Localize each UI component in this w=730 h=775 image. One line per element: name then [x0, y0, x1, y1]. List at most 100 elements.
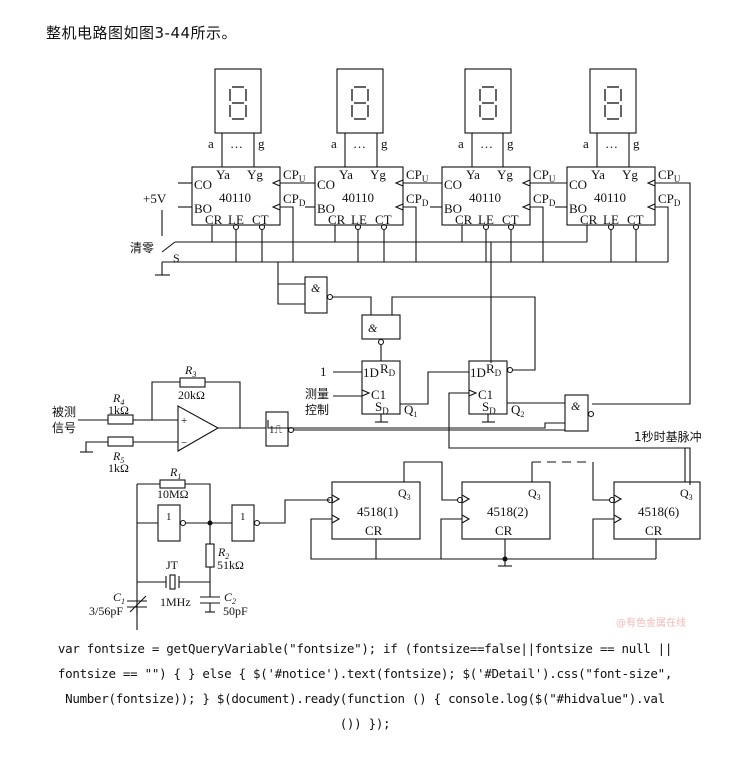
ff1-rd: RD [380, 361, 396, 378]
r3-value: 20kΩ [178, 388, 205, 402]
counter-2-labels: Ya Yg CO 40110 BO CR LE CT CPU CPD [317, 167, 429, 227]
chip-label: 40110 [469, 190, 501, 205]
ff1-q: Q1 [404, 402, 417, 419]
counter-1-labels: Ya Yg CO 40110 BO CR LE CT CPU CPD [194, 167, 306, 227]
pin-cpu: CPU [658, 167, 681, 184]
c1-value: 3/56pF [89, 604, 123, 618]
circuit-diagram: a … g a … g a … g a … g Ya Yg CO 40110 B… [0, 58, 730, 630]
pin-cr: CR [455, 212, 473, 227]
op-amp [177, 405, 220, 452]
measure-control-label: 测量 [305, 387, 329, 401]
r3-name: R3 [184, 363, 196, 379]
r5-name: R5 [112, 449, 124, 465]
inverter-symbol: 1 [240, 511, 246, 523]
input-signal-label: 信号 [52, 421, 76, 435]
r2-name: R2 [217, 545, 229, 561]
label-g: g [258, 136, 265, 151]
pin-bo: BO [194, 201, 212, 216]
div2-cr: CR [495, 523, 513, 538]
pin-yg: Yg [370, 167, 386, 182]
inverter-symbol: 1 [166, 511, 172, 523]
pin-cpu: CPU [283, 167, 306, 184]
chip-label: 40110 [594, 190, 626, 205]
div1-label: 4518(1) [357, 504, 398, 519]
r4-value: 1kΩ [108, 403, 129, 417]
pin-yg: Yg [497, 167, 513, 182]
label-g: g [507, 136, 514, 151]
label-dots: … [605, 136, 618, 151]
schmitt-trigger [265, 411, 289, 447]
r1-name: R1 [169, 465, 181, 481]
crystal-name: JT [166, 558, 179, 572]
pin-cpd: CPD [283, 191, 306, 208]
switch-label: S [173, 251, 180, 265]
code-line: ()) }); [339, 716, 391, 731]
digit-8 [479, 86, 497, 120]
label-g: g [633, 136, 640, 151]
pin-cr: CR [205, 212, 223, 227]
pin-bo: BO [317, 201, 335, 216]
pin-yg: Yg [247, 167, 263, 182]
digit-8 [351, 86, 369, 120]
pin-ya: Ya [339, 167, 353, 182]
counter-3-labels: Ya Yg CO 40110 BO CR LE CT CPU CPD [444, 167, 556, 227]
pin-cr: CR [328, 212, 346, 227]
page-heading: 整机电路图如图3-44所示。 [46, 24, 238, 42]
pin-ct: CT [252, 212, 269, 227]
pin-ct: CT [375, 212, 392, 227]
ff1-d-input: 1 [320, 364, 327, 379]
nand-symbol: & [368, 321, 378, 335]
r4-name: R4 [112, 391, 124, 407]
ff1-d: 1D [363, 365, 379, 380]
div6-label: 4518(6) [638, 504, 679, 519]
label-a: a [331, 136, 337, 151]
chip-label: 40110 [342, 190, 374, 205]
opamp-minus: − [181, 437, 187, 449]
seven-segment-display [589, 68, 637, 134]
ff2-d: 1D [470, 365, 486, 380]
digit-8 [604, 86, 622, 120]
schmitt-symbol: 1⎍ [269, 424, 283, 436]
label-a: a [208, 136, 214, 151]
label-a: a [583, 136, 589, 151]
pin-cpu: CPU [533, 167, 556, 184]
divider-4518-6 [613, 481, 701, 540]
pin-co: CO [317, 177, 335, 192]
nand-symbol: & [571, 399, 581, 413]
nand-gate [564, 394, 589, 432]
div1-q3: Q3 [398, 486, 411, 502]
counter-4-labels: Ya Yg CO 40110 BO CR LE CT CPU CPD [569, 167, 681, 227]
pin-le: LE [228, 212, 244, 227]
pin-ct: CT [627, 212, 644, 227]
pin-le: LE [351, 212, 367, 227]
label-a: a [458, 136, 464, 151]
opamp-plus: + [181, 415, 187, 427]
nand-gate [304, 276, 328, 314]
pin-ya: Ya [591, 167, 605, 182]
r5-value: 1kΩ [108, 461, 129, 475]
measure-control-label: 控制 [305, 403, 329, 417]
pin-ya: Ya [466, 167, 480, 182]
label-dots: … [353, 136, 366, 151]
pin-le: LE [603, 212, 619, 227]
label-dots: … [480, 136, 493, 151]
pin-co: CO [569, 177, 587, 192]
ff2-sd: SD [482, 399, 496, 416]
digit-8 [229, 86, 247, 120]
pin-bo: BO [444, 201, 462, 216]
pin-yg: Yg [622, 167, 638, 182]
ff1-sd: SD [375, 399, 389, 416]
c2-name: C2 [224, 590, 236, 606]
div1-cr: CR [365, 523, 383, 538]
ff2-c1: C1 [478, 387, 493, 402]
leaked-script-text: var fontsize = getQueryVariable("fontsiz… [8, 636, 722, 736]
crystal-value: 1MHz [160, 595, 191, 609]
pin-cpu: CPU [406, 167, 429, 184]
input-signal-label: 被测 [52, 405, 76, 419]
pin-co: CO [444, 177, 462, 192]
chip-label: 40110 [219, 190, 251, 205]
code-line: fontsize == "") { } else { $('#notice').… [57, 666, 673, 681]
nand-symbol: & [311, 281, 321, 295]
div2-label: 4518(2) [487, 504, 528, 519]
pin-bo: BO [569, 201, 587, 216]
